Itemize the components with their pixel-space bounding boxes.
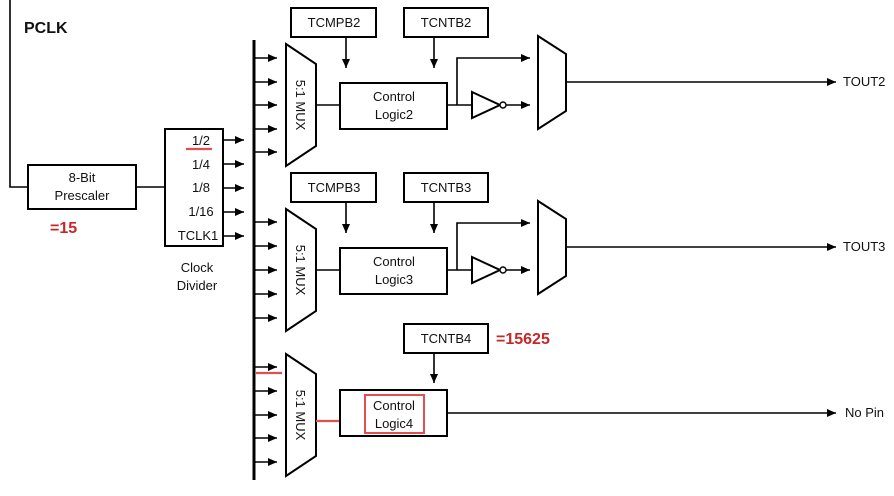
control-logic-4-line2: Logic4 — [375, 416, 413, 431]
tcmpb2-register — [290, 7, 377, 38]
channel-2: 5:1 MUX TCMPB2 TCNTB2 Control Logic2 TOU… — [285, 7, 885, 168]
divider-output-1-8: 1/8 — [192, 180, 210, 195]
no-pin-label: No Pin — [845, 405, 884, 420]
bus-to-mux-arrows — [254, 54, 277, 466]
divider-caption-line2: Divider — [177, 278, 218, 293]
inverter-3 — [471, 255, 503, 285]
control-logic-3-line2: Logic3 — [375, 272, 413, 287]
divider-output-arrows — [223, 136, 244, 240]
divider-caption-line1: Clock — [181, 260, 214, 275]
tcntb4-label: TCNTB4 — [421, 331, 472, 346]
mux-4-label: 5:1 MUX — [293, 390, 308, 441]
mux-3-label: 5:1 MUX — [293, 245, 308, 296]
mux-2 — [285, 42, 317, 168]
mux-4 — [285, 352, 317, 478]
prescaler-annotation: =15 — [50, 220, 77, 237]
tcmpb2-label: TCMPB2 — [308, 15, 361, 30]
mux-2-label: 5:1 MUX — [293, 80, 308, 131]
pclk-wire — [9, 0, 28, 188]
divider-output-1-16: 1/16 — [188, 204, 213, 219]
control-logic-3 — [339, 247, 448, 295]
control-logic-4-highlight — [364, 394, 425, 434]
prescaler-block: 8-Bit Prescaler — [27, 164, 137, 210]
channel-3: 5:1 MUX TCMPB3 TCNTB3 Control Logic3 TOU… — [285, 172, 885, 333]
tout2-label: TOUT2 — [843, 74, 885, 89]
control-logic-4-line1: Control — [373, 398, 415, 413]
tcmpb3-label: TCMPB3 — [308, 180, 361, 195]
output-mux-2 — [537, 34, 567, 131]
tout3-label: TOUT3 — [843, 239, 885, 254]
tcntb4-annotation: =15625 — [496, 331, 550, 348]
control-logic-2 — [339, 82, 448, 130]
divider-output-1-4: 1/4 — [192, 157, 210, 172]
prescaler-label-line2: Prescaler — [55, 188, 111, 203]
tcntb3-label: TCNTB3 — [421, 180, 472, 195]
mux-3 — [285, 207, 317, 333]
pclk-label: PCLK — [24, 20, 68, 37]
clock-divider-block: 1/2 1/4 1/8 1/16 TCLK1 — [164, 128, 224, 247]
control-logic-2-line2: Logic2 — [375, 107, 413, 122]
tcmpb3-register — [290, 172, 377, 203]
divider-output-1-2: 1/2 — [192, 133, 210, 148]
tcntb2-label: TCNTB2 — [421, 15, 472, 30]
tcntb2-register — [403, 7, 489, 38]
prescaler-label-line1: 8-Bit — [69, 170, 96, 185]
output-mux-3 — [537, 199, 567, 296]
channel-4: 5:1 MUX TCNTB4 =15625 Control Logic4 No … — [285, 323, 884, 478]
divider-output-tclk1: TCLK1 — [178, 228, 218, 243]
control-logic-2-line1: Control — [373, 89, 415, 104]
tcntb4-register — [403, 323, 489, 354]
tcntb3-register — [403, 172, 489, 203]
inverter-2 — [471, 90, 503, 120]
control-logic-3-line1: Control — [373, 254, 415, 269]
